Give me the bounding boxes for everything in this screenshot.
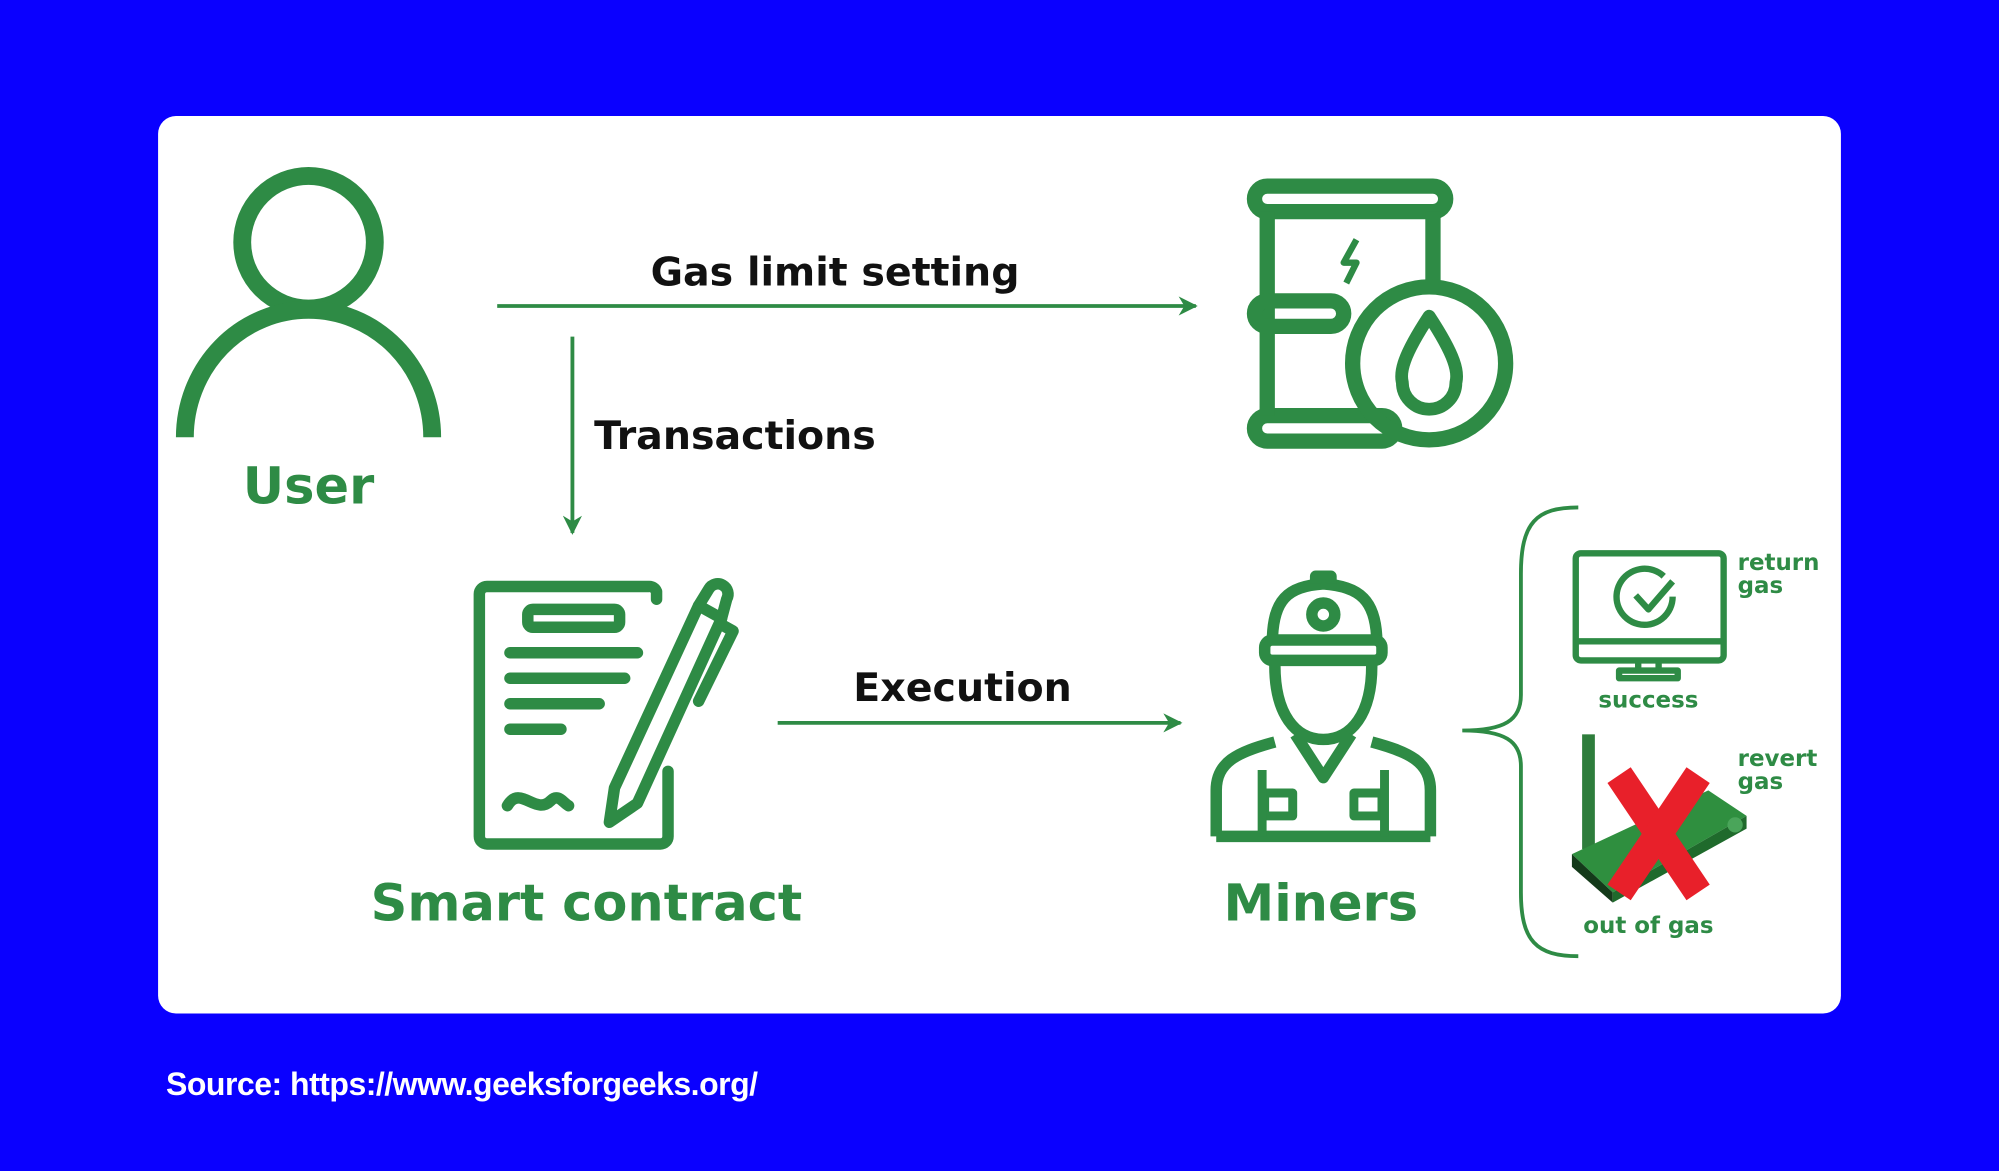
user-label: User [243,458,374,517]
outcome-brace [1462,505,1579,959]
source-caption: Source: https://www.geeksforgeeks.org/ [166,1066,758,1102]
contract-icon [473,578,739,850]
fuel-barrel-icon [1246,178,1514,449]
return-gas-line1: return [1738,550,1820,576]
miners-label: Miners [1223,874,1418,933]
transactions-label: Transactions [594,413,876,459]
return-gas-line2: gas [1738,573,1784,599]
smart-contract-label: Smart contract [371,874,803,933]
gas-limit-label: Gas limit setting [651,250,1020,296]
revert-gas-line1: revert [1738,746,1818,772]
red-cross-icon [1607,767,1710,901]
out-of-gas-label: out of gas [1583,913,1713,939]
success-label: success [1598,688,1698,714]
success-monitor-icon [1572,550,1727,682]
revert-gas-line2: gas [1738,769,1784,795]
user-icon [175,167,442,438]
execution-label: Execution [853,665,1072,711]
miner-icon [1210,570,1437,843]
